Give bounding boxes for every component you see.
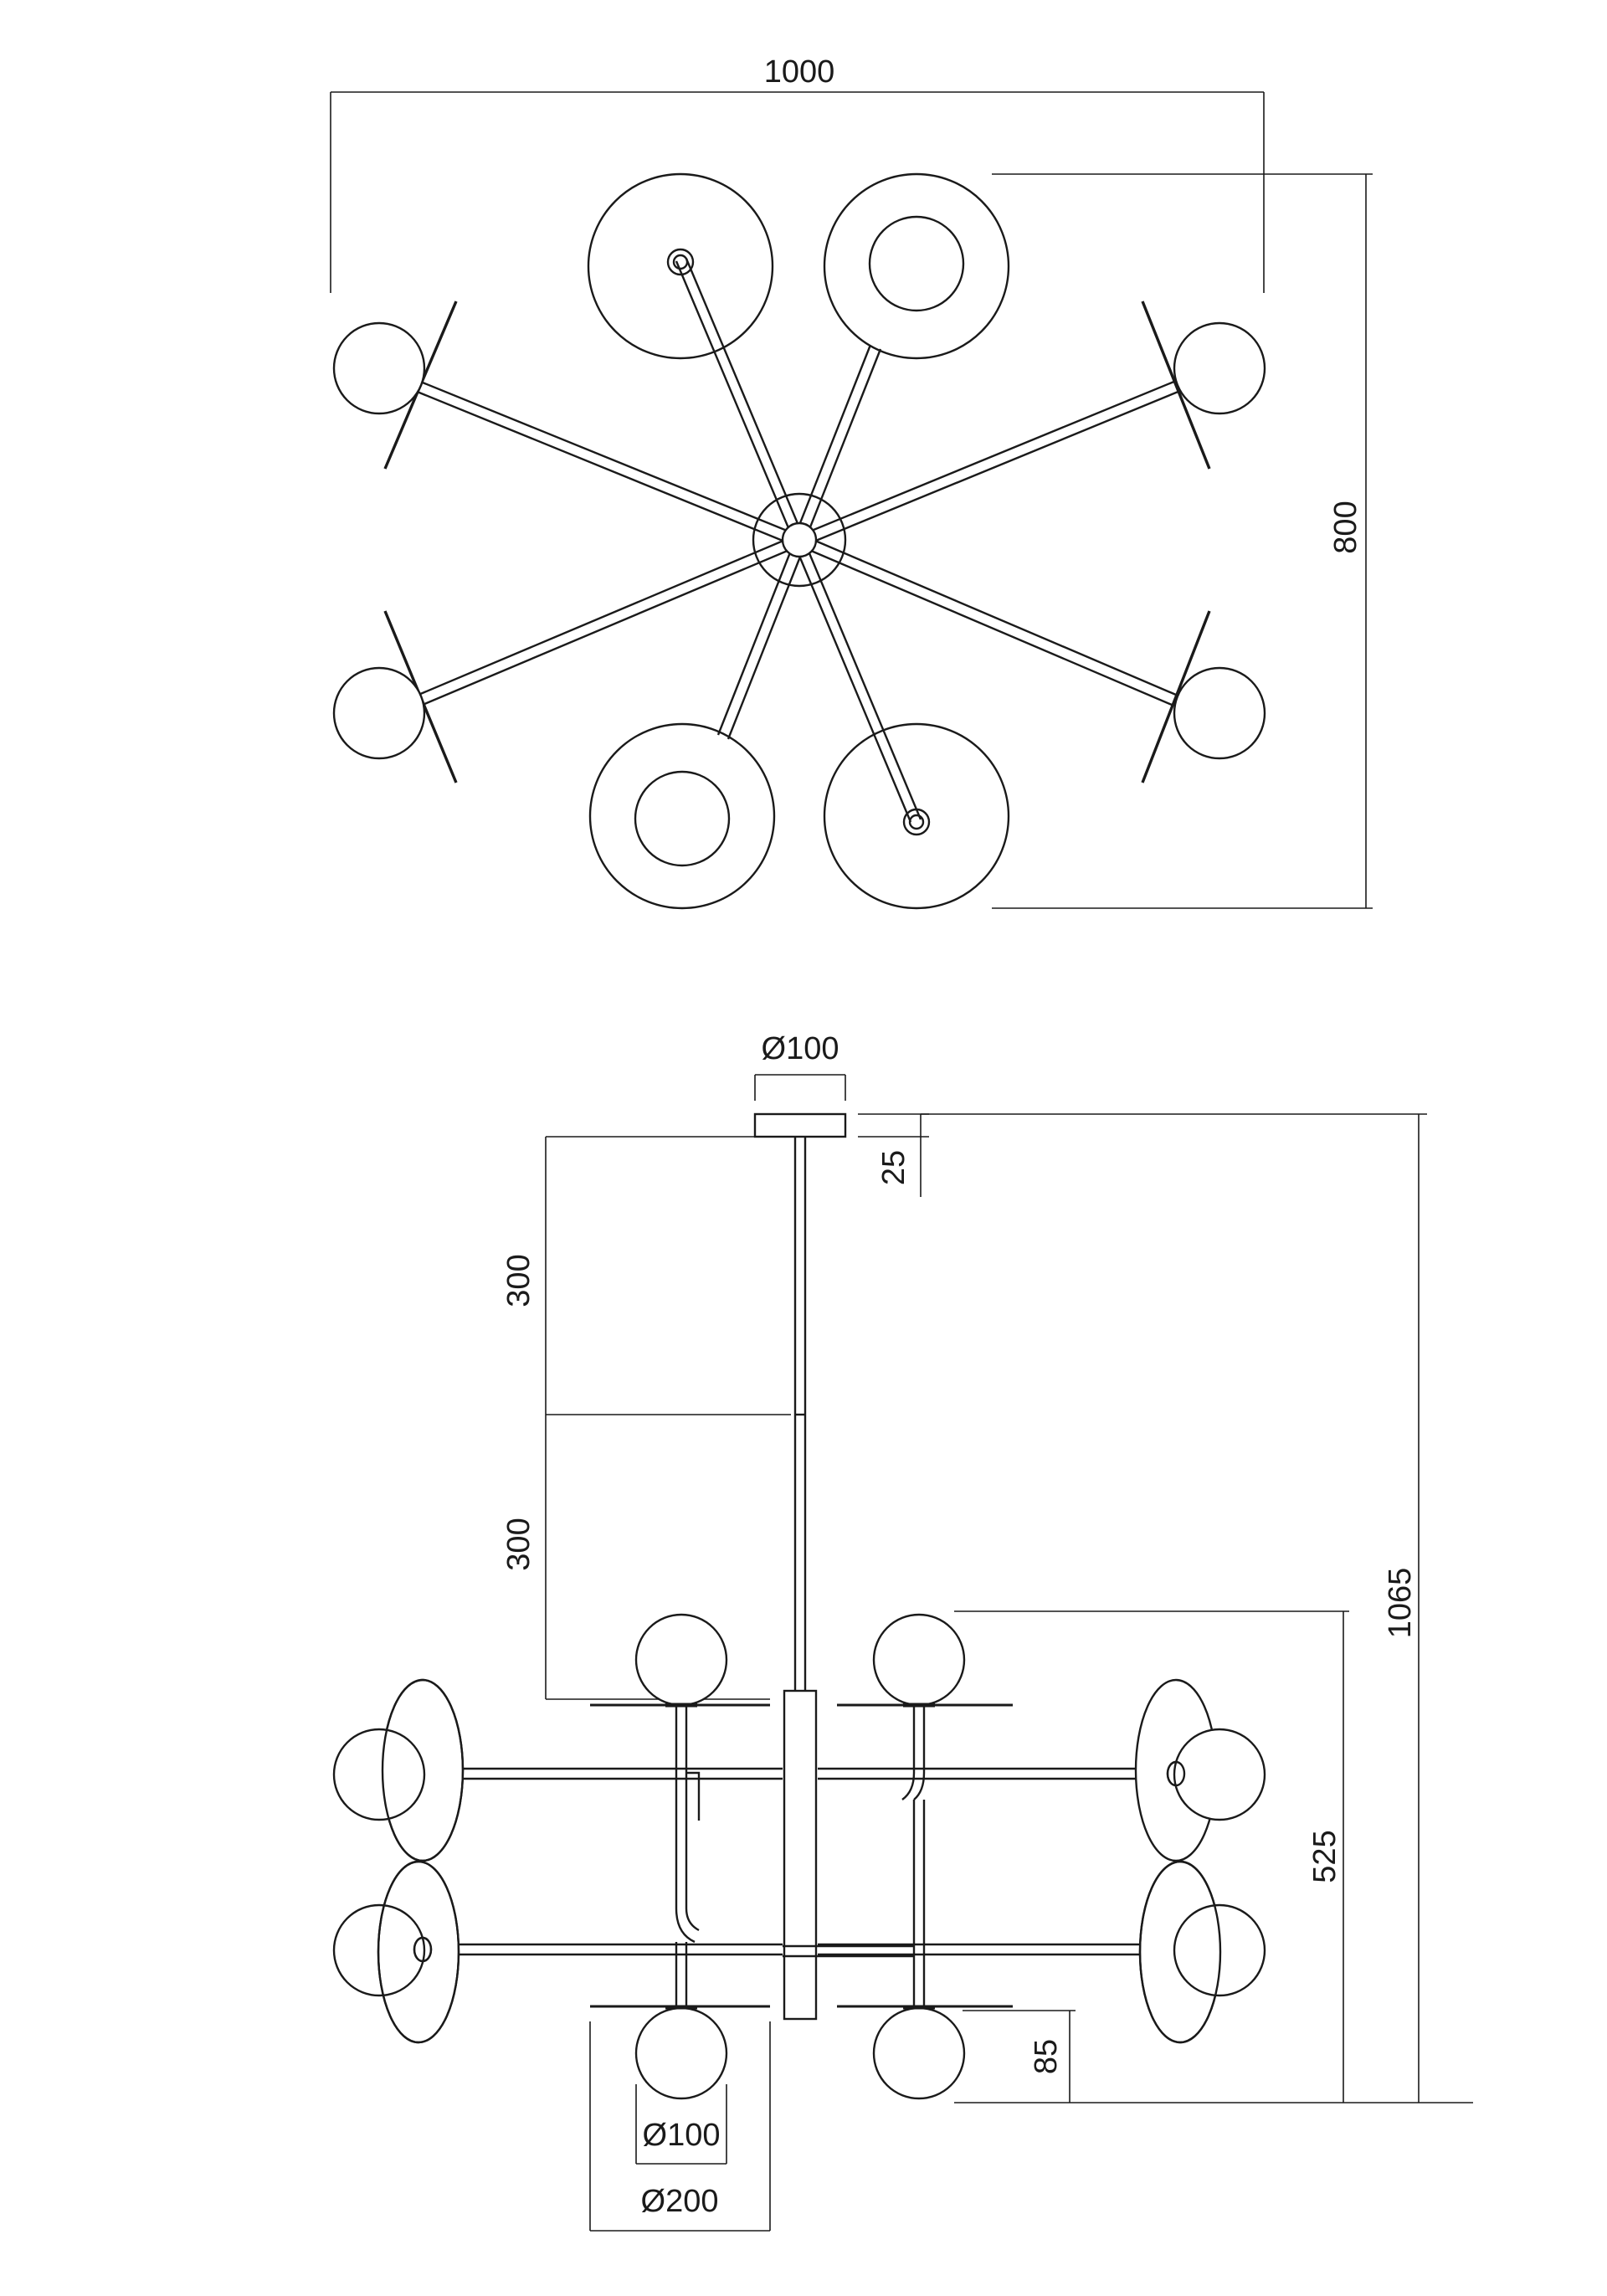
center-globes: [634, 1613, 966, 2100]
shade-diameter-dimension: Ø200: [589, 2021, 771, 2232]
discs-top: [587, 172, 1010, 910]
suspension-rod: [793, 1137, 807, 1691]
total-height-dimension: 1065: [921, 1113, 1473, 2103]
globe-side-upper-right: [1173, 1728, 1266, 1821]
rod-lower-label: 300: [501, 1518, 537, 1570]
width-dimension: 1000: [330, 54, 1265, 293]
central-body: [783, 1689, 818, 2021]
top-view: 1000 800: [330, 54, 1373, 910]
globe-bottom-left: [634, 2006, 728, 2100]
globe-side-lower-left: [332, 1903, 426, 1997]
body-height-label: 525: [1307, 1830, 1343, 1883]
globe-side-upper-left: [332, 1728, 426, 1821]
globe-diameter-dimension: Ø100: [635, 2084, 727, 2165]
horizontal-arms: [423, 1767, 1172, 1956]
globe-diameter-label: Ø100: [643, 2118, 721, 2153]
shade-diameter-label: Ø200: [641, 2184, 719, 2219]
globe-top-right: [872, 1613, 966, 1707]
canopy-height-label: 25: [876, 1150, 911, 1185]
globe-drop-dimension: 85: [963, 2010, 1076, 2103]
globe-bottom-right: [872, 2006, 966, 2100]
hub: [752, 492, 847, 588]
disc-upper-right: [823, 172, 1010, 360]
vertical-arms: [675, 1705, 926, 2006]
globe-upper-left: [332, 321, 426, 415]
globe-upper-right: [1173, 321, 1266, 415]
side-globes: [332, 1678, 1266, 2044]
rod-upper-label: 300: [501, 1254, 537, 1307]
globe-lower-right: [1173, 666, 1266, 760]
depth-dimension: 800: [992, 173, 1373, 909]
globe-drop-label: 85: [1029, 2039, 1064, 2074]
disc-upper-left: [587, 172, 774, 360]
canopy: [753, 1112, 847, 1138]
total-height-label: 1065: [1383, 1568, 1418, 1639]
depth-label: 800: [1328, 501, 1363, 553]
rod-dimensions: 300 300: [501, 1136, 791, 1700]
disc-lower-left: [588, 722, 776, 910]
globe-top-left: [634, 1613, 728, 1707]
globe-lower-left: [332, 666, 426, 760]
globes-top: [332, 321, 1266, 760]
body-height-dimension: 525: [954, 1610, 1349, 2103]
arms: [414, 258, 1181, 823]
canopy-diameter-label: Ø100: [762, 1031, 839, 1066]
side-view: Ø100 25 300 300: [332, 1031, 1473, 2232]
canopy-diameter-dimension: Ø100: [754, 1031, 846, 1101]
disc-lower-right: [823, 722, 1010, 910]
canopy-height-dimension: 25: [858, 1113, 929, 1197]
width-label: 1000: [764, 54, 835, 90]
